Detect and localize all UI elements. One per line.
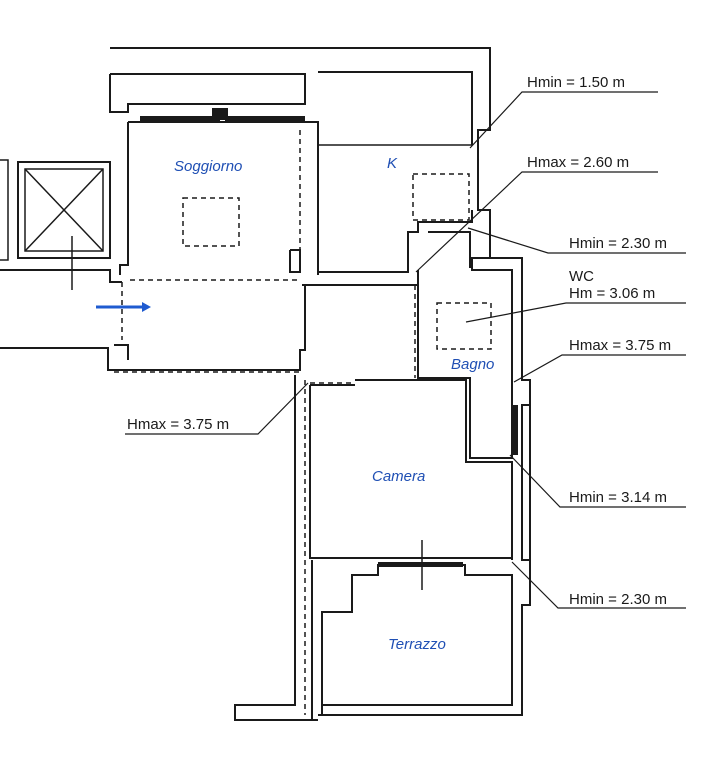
room-soggiorno <box>119 121 319 281</box>
skylight-kitchen <box>412 173 470 221</box>
callout-k-hmin: Hmin = 1.50 m <box>527 74 625 91</box>
label-bagno: Bagno <box>451 356 494 373</box>
callout-corridor-hmax: Hmax = 3.75 m <box>127 416 229 433</box>
callout-bagno-hmin: Hmin = 2.30 m <box>569 235 667 252</box>
window-bagno <box>511 405 518 455</box>
label-camera: Camera <box>372 468 425 485</box>
building-outline <box>110 47 531 716</box>
room-camera <box>309 379 513 590</box>
elevator-shaft-icon <box>0 159 111 290</box>
room-kitchen <box>302 71 473 286</box>
callout-wc-hm: Hm = 3.06 m <box>569 285 655 302</box>
skylight-bagno <box>436 302 492 350</box>
label-soggiorno: Soggiorno <box>174 158 242 175</box>
corridor <box>0 269 416 378</box>
leader-lines <box>125 91 686 609</box>
label-terrazzo: Terrazzo <box>388 636 446 653</box>
window-soggiorno-left <box>140 116 220 122</box>
skylight-soggiorno <box>182 197 240 247</box>
callout-terrazzo-hmin: Hmin = 2.30 m <box>569 591 667 608</box>
window-soggiorno-right <box>225 116 305 122</box>
label-kitchen: K <box>387 155 398 172</box>
top-balcony <box>109 73 306 122</box>
callout-camera-hmin: Hmin = 3.14 m <box>569 489 667 506</box>
room-terrazzo <box>234 375 513 721</box>
entrance-arrow-icon <box>96 302 151 312</box>
room-bagno <box>417 231 518 459</box>
callout-k-hmax: Hmax = 2.60 m <box>527 154 629 171</box>
callout-wc-label: WC <box>569 268 594 285</box>
callout-bagno-hmax: Hmax = 3.75 m <box>569 337 671 354</box>
